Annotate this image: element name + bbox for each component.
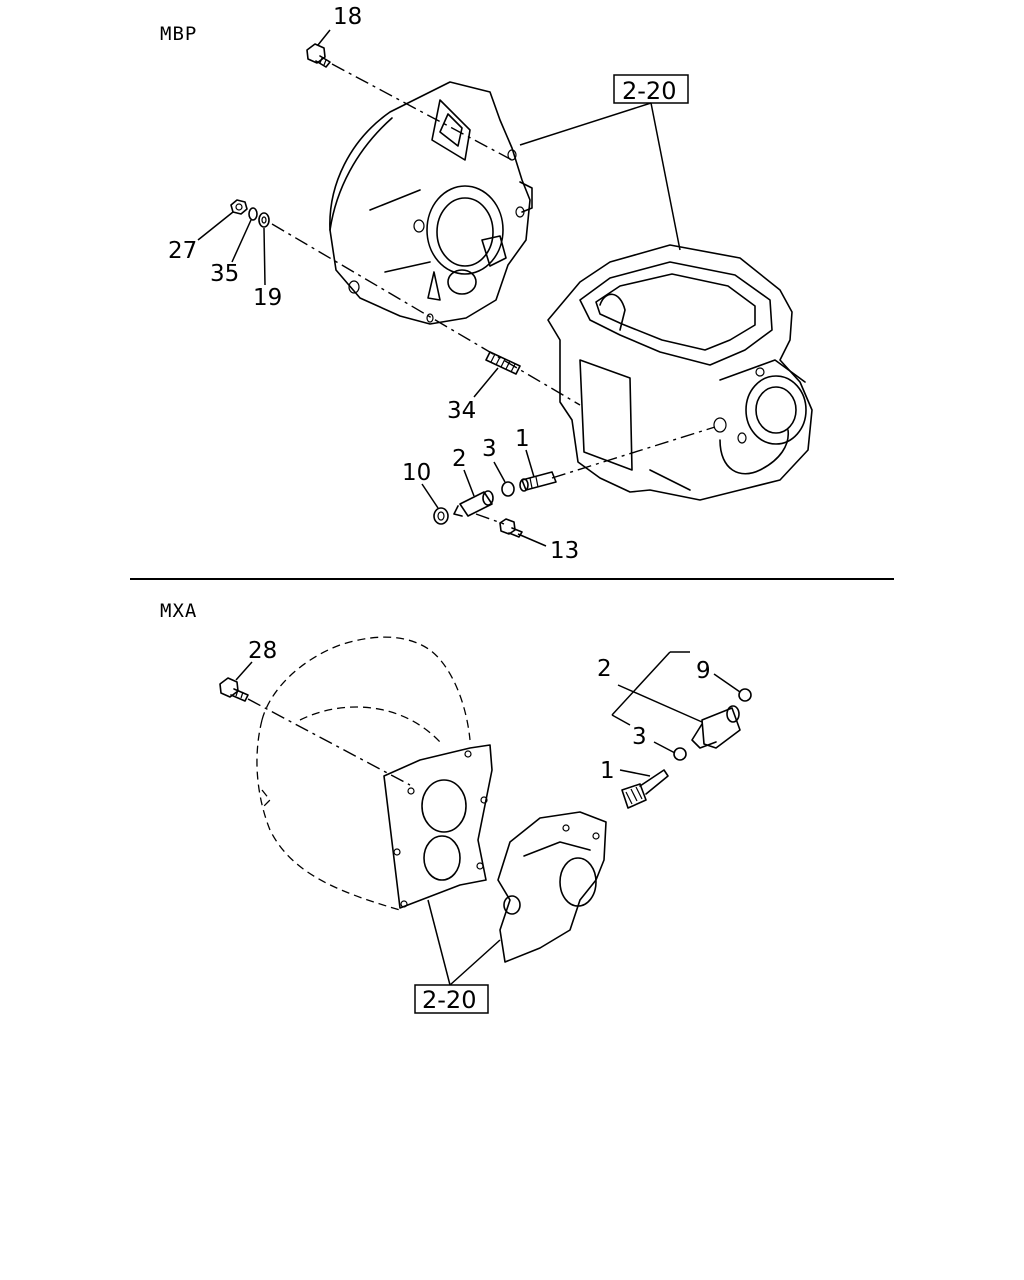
clutch-housing: [329, 81, 533, 325]
leader-10: [421, 483, 439, 509]
leader-35: [231, 219, 252, 263]
callout-34: 34: [447, 398, 476, 424]
bracket-2-bottom: [611, 714, 631, 726]
bolt-part-18: [306, 43, 331, 68]
callout-27: 27: [168, 238, 197, 264]
leader-ref-housing: [519, 102, 652, 146]
leader-27: [197, 211, 234, 241]
leader-2-mxa: [617, 684, 703, 723]
leader-1-mbp: [525, 449, 535, 478]
adapter-plate: [497, 811, 607, 963]
leader-13: [517, 533, 547, 547]
callout-1-mxa: 1: [600, 758, 615, 784]
callout-9: 9: [696, 658, 711, 684]
leader-ref-case: [650, 102, 681, 251]
callout-19: 19: [253, 285, 282, 311]
section-mbp: MBP 18: [160, 4, 813, 564]
centerline-speedo-gear: [551, 426, 716, 479]
callout-18: 18: [333, 4, 362, 30]
leader-2-mbp: [463, 469, 475, 497]
bolt-part-28: [219, 677, 249, 702]
leader-28: [235, 661, 253, 681]
sleeve-part-2-mxa: [691, 705, 741, 749]
leader-18: [317, 29, 331, 46]
driven-gear-part-1-mxa: [621, 769, 669, 809]
leader-ref-plate: [449, 939, 501, 986]
leader-9: [713, 673, 741, 693]
leader-34: [473, 367, 499, 398]
transmission-case: [547, 244, 813, 501]
ref-box-mxa: [414, 984, 489, 1014]
leader-3-mxa: [653, 741, 676, 754]
cap-part-10: [433, 507, 449, 525]
callout-2-mbp: 2: [452, 446, 467, 472]
ref-box-mbp: [613, 74, 689, 104]
callout-28: 28: [248, 638, 277, 664]
callout-10: 10: [402, 460, 431, 486]
ref-box-mbp-label: 2-20: [622, 77, 676, 105]
centerline-bolt-18: [331, 63, 513, 161]
section-label-mxa: MXA: [160, 600, 197, 622]
callout-2-mxa: 2: [597, 656, 612, 682]
leader-19: [263, 227, 266, 286]
o-ring-part-3-mxa: [673, 747, 687, 761]
callout-3-mxa: 3: [632, 724, 647, 750]
section-label-mbp: MBP: [160, 23, 197, 45]
stud-part-34: [485, 351, 521, 375]
callout-35: 35: [210, 261, 239, 287]
leader-1-mxa: [619, 769, 651, 777]
sleeve-part-2: [453, 490, 494, 517]
bracket-2-top: [611, 651, 671, 716]
driven-gear-part-1: [519, 471, 557, 492]
centerline-bolt-28: [247, 698, 411, 786]
callout-13: 13: [550, 538, 579, 564]
callout-3-mbp: 3: [482, 436, 497, 462]
lock-washer-part-35: [248, 207, 258, 221]
section-mxa: MXA 28: [160, 600, 752, 1014]
ref-box-mxa-label: 2-20: [422, 986, 476, 1014]
washer-part-19: [258, 212, 270, 228]
leader-3-mbp: [493, 461, 506, 483]
o-ring-part-9: [738, 688, 752, 702]
centerline-bolt-13: [475, 513, 505, 525]
callout-1-mbp: 1: [515, 426, 530, 452]
nut-part-27: [230, 199, 248, 215]
clutch-housing-mxa: [256, 636, 471, 911]
centerline-stud: [271, 223, 581, 406]
o-ring-part-3: [501, 481, 515, 497]
leader-ref-face: [427, 899, 451, 986]
transmission-front-face: [383, 744, 493, 909]
